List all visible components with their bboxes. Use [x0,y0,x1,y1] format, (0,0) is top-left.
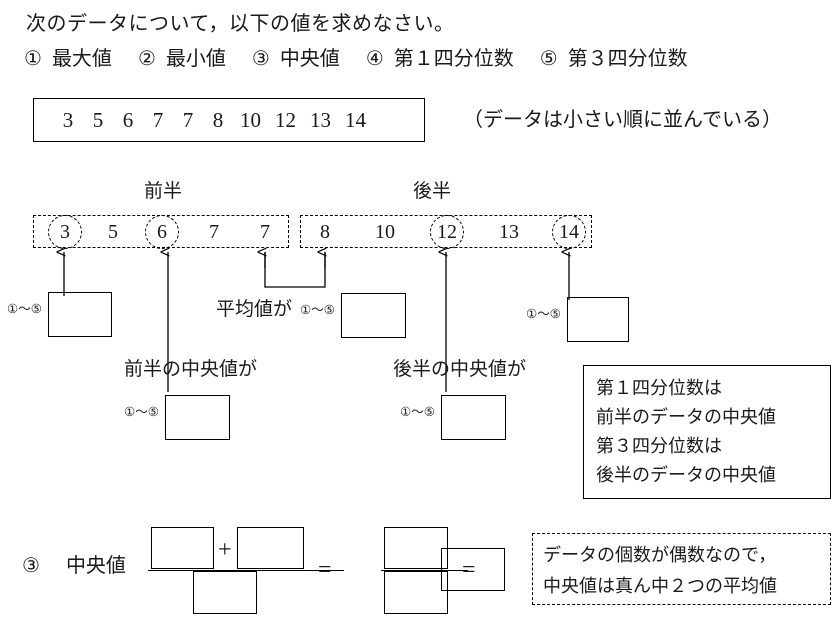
quartile-explanation-box: 第１四分位数は 前半のデータの中央値 第３四分位数は 後半のデータの中央値 [583,365,831,499]
dataset-value: 7 [182,107,194,132]
median-row-label: ③ 中央値 [22,556,126,576]
equals-sign-1: = [318,557,332,583]
explanation-line: 前半のデータの中央値 [596,407,776,427]
dataset-box: 3 5 6 7 7 8 10 12 13 14 [33,98,425,142]
median-numerator-box-right[interactable] [237,527,304,569]
plus-sign: + [218,537,232,563]
question-item-list: ① 最大値 ② 最小値 ③ 中央値 ④ 第１四分位数 ⑤ 第３四分位数 [24,49,714,69]
median-row-text: 中央値 [65,555,126,577]
second-half-value: 14 [559,220,579,243]
question-item-4: ④ 第１四分位数 [366,48,514,70]
median-final-answer-box[interactable] [441,548,505,591]
mean-caption: 平均値が [216,299,293,320]
fraction-bar-right [381,570,468,571]
answer-tag-q3: ①〜⑤ [400,405,435,419]
answer-tag-max: ①〜⑤ [526,307,561,321]
second-half-value: 8 [320,220,330,243]
answer-tag-q1: ①〜⑤ [124,405,159,419]
second-half-box: 8 10 12 13 14 [300,214,592,249]
first-half-value: 3 [60,220,70,243]
answer-tag-mean: ①〜⑤ [300,303,335,317]
answer-box-mean[interactable] [341,293,406,338]
question-item-4-label: 第１四分位数 [393,48,514,70]
first-half-value: 6 [157,220,167,243]
note-line: 中央値は真ん中２つの平均値 [543,576,777,596]
dataset-value: 6 [122,107,134,132]
dataset-value: 3 [62,107,74,132]
dataset-value: 8 [212,107,224,132]
dataset-value: 14 [345,107,366,132]
question-item-2: ② 最小値 [138,48,226,70]
answer-box-max[interactable] [567,297,629,342]
answer-tag-min: ①〜⑤ [7,302,42,316]
dataset-value: 12 [275,107,296,132]
equals-sign-2: = [462,557,476,583]
explanation-line: 後半のデータの中央値 [596,465,776,485]
explanation-line: 第３四分位数は [596,436,722,456]
note-line: データの個数が偶数なので， [543,545,777,565]
second-half-value: 13 [499,220,519,243]
median-result-denominator-box[interactable] [384,571,448,614]
first-half-box: 3 5 6 7 7 [33,214,289,249]
question-item-1: ① 最大値 [24,48,112,70]
first-half-median-caption: 前半の中央値が [124,359,258,380]
question-item-3: ③ 中央値 [252,48,340,70]
second-half-label: 後半 [413,181,452,202]
first-half-label: 前半 [144,181,183,202]
first-half-value: 5 [108,220,118,243]
answer-box-q3[interactable] [441,395,506,440]
middle-pair-bracket [264,252,326,288]
median-numerator-box-left[interactable] [151,527,214,569]
question-item-2-label: 最小値 [165,48,226,70]
question-item-5-number: ⑤ [539,48,558,70]
dataset-value: 7 [152,107,164,132]
question-item-5: ⑤ 第３四分位数 [540,48,688,70]
explanation-line: 第１四分位数は [596,378,722,398]
question-item-4-number: ④ [365,48,384,70]
question-prompt: 次のデータについて，以下の値を求めなさい。 [26,13,455,35]
dataset-value: 13 [310,107,331,132]
median-result-numerator-box[interactable] [384,527,448,569]
second-half-median-caption: 後半の中央値が [393,359,527,380]
first-half-value: 7 [209,220,219,243]
question-item-2-number: ② [137,48,156,70]
second-half-value: 12 [437,220,457,243]
even-count-note-box: データの個数が偶数なので， 中央値は真ん中２つの平均値 [532,533,831,605]
dataset-values: 3 5 6 7 7 8 10 12 13 14 [34,99,424,141]
median-denominator-box[interactable] [193,571,257,614]
answer-box-min[interactable] [48,292,112,337]
second-half-value: 10 [375,220,395,243]
answer-box-q1[interactable] [165,395,230,440]
dataset-value: 10 [240,107,261,132]
question-item-3-number: ③ [251,48,270,70]
question-item-5-label: 第３四分位数 [567,48,688,70]
fraction-bar-left [148,570,344,571]
question-item-1-label: 最大値 [51,48,112,70]
dataset-value: 5 [92,107,104,132]
question-item-3-label: 中央値 [279,48,340,70]
dataset-sorted-note: （データは小さい順に並んでいる） [463,109,782,131]
median-row-number: ③ [22,555,40,577]
first-half-value: 7 [260,220,270,243]
question-item-1-number: ① [24,48,42,70]
